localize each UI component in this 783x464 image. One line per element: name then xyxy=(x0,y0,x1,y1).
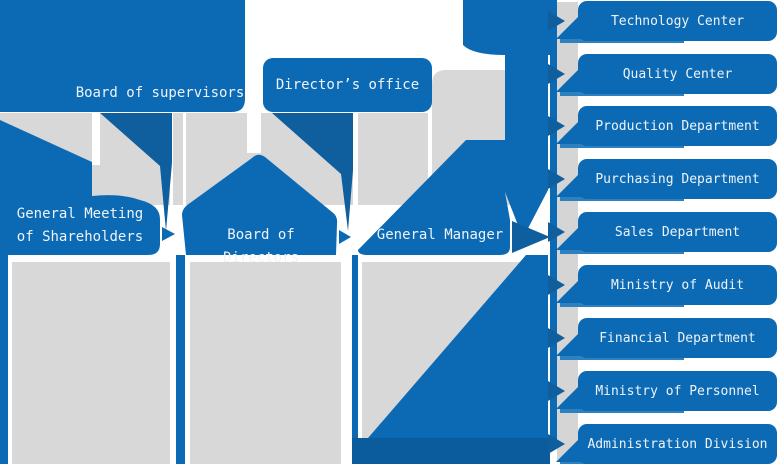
department-node: Administration Division xyxy=(544,424,783,464)
bottom-triangle xyxy=(368,255,548,438)
node-board-of-supervisors: Board of supervisors xyxy=(75,85,245,101)
department-box: Ministry of Personnel xyxy=(578,371,777,411)
trunk-line xyxy=(550,42,557,443)
directors-office-label: Director’s office xyxy=(275,76,420,93)
manager-arrow xyxy=(512,221,550,253)
department-node: Sales Department xyxy=(544,212,783,260)
department-label: Ministry of Personnel xyxy=(595,383,760,399)
department-node: Purchasing Department xyxy=(544,159,783,207)
department-node: Ministry of Personnel xyxy=(544,371,783,419)
department-node: Ministry of Audit xyxy=(544,265,783,313)
department-label: Production Department xyxy=(595,118,760,134)
down-wedge-left xyxy=(100,113,172,231)
down-wedge-right xyxy=(272,113,353,231)
department-box: Production Department xyxy=(578,106,777,146)
department-box: Technology Center xyxy=(578,1,777,41)
node-board-of-directors: Board of Directors xyxy=(223,227,299,266)
arrow-right-icon xyxy=(548,275,565,295)
department-label: Administration Division xyxy=(587,436,768,452)
manager-node-shape xyxy=(358,140,510,255)
accent-shapes xyxy=(100,113,550,253)
arrow-right-icon xyxy=(548,434,565,454)
department-label: Quality Center xyxy=(622,66,733,82)
department-box: Financial Department xyxy=(578,318,777,358)
arrow-right-icon xyxy=(548,328,565,348)
meeting-node-shape xyxy=(0,120,160,255)
department-box: Purchasing Department xyxy=(578,159,777,199)
department-node: Technology Center xyxy=(544,1,783,49)
arrow-right-icon xyxy=(548,169,565,189)
department-label: Financial Department xyxy=(599,330,756,346)
arrow-right-icon xyxy=(548,222,565,242)
blue-shapes xyxy=(0,0,557,464)
department-box: Ministry of Audit xyxy=(578,265,777,305)
department-box: Sales Department xyxy=(578,212,777,252)
arrow-right-icon xyxy=(548,381,565,401)
department-node: Quality Center xyxy=(544,54,783,102)
department-node: Production Department xyxy=(544,106,783,154)
arrow-right-icon xyxy=(548,116,565,136)
department-box: Administration Division xyxy=(578,424,777,464)
supervisors-block xyxy=(0,0,245,112)
top-right-ribbon xyxy=(505,42,548,238)
department-label: Purchasing Department xyxy=(595,171,760,187)
bottom-band xyxy=(352,438,550,464)
node-general-meeting: General Meeting of Shareholders xyxy=(16,206,144,245)
flow-tick-2 xyxy=(339,230,351,244)
department-label: Ministry of Audit xyxy=(610,277,745,293)
department-label: Technology Center xyxy=(610,13,745,29)
top-right-block xyxy=(463,0,557,55)
flow-tick-1 xyxy=(162,227,175,241)
node-directors-office: Director’s office xyxy=(263,58,432,112)
department-label: Sales Department xyxy=(614,224,741,240)
arrow-right-icon xyxy=(548,64,565,84)
department-node: Financial Department xyxy=(544,318,783,366)
node-general-manager: General Manager xyxy=(376,227,504,243)
directors-node-shape xyxy=(182,154,338,255)
department-box: Quality Center xyxy=(578,54,777,94)
arrow-right-icon xyxy=(548,11,565,31)
